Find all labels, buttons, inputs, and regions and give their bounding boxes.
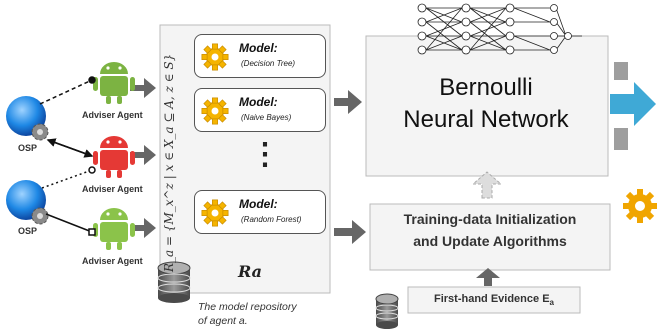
evidence-label-text: First-hand Evidence E xyxy=(434,293,550,305)
repository-caption-line1: The model repository xyxy=(198,301,297,313)
output-arrow xyxy=(610,82,656,126)
connector-1 xyxy=(39,76,96,105)
database-icon-evidence xyxy=(375,293,399,329)
gear-icon xyxy=(623,189,657,223)
repository-formula: R_a = {M_x^z | x ∈ X_a ⊆ A, z ∈ S} xyxy=(162,53,176,272)
training-to-network-arrow xyxy=(471,171,503,199)
adviser-label-2: Adviser Agent xyxy=(82,184,143,194)
evidence-box xyxy=(407,286,581,314)
model-gear-icon xyxy=(201,199,229,227)
training-title: Training-data Initialization and Update … xyxy=(370,208,610,252)
model-title: Model: xyxy=(239,197,278,211)
adviser-label-1: Adviser Agent xyxy=(82,110,143,120)
network-title-line2: Neural Network xyxy=(403,106,569,133)
training-title-line2: and Update Algorithms xyxy=(413,233,567,249)
evidence-label: First-hand Evidence Ea xyxy=(408,293,580,307)
repository-label: Ra xyxy=(238,262,263,281)
model-ellipsis: ⋮ xyxy=(250,138,280,171)
adviser3-arrow xyxy=(130,218,156,238)
model-box-random-forest: Model: (Random Forest) xyxy=(194,190,326,234)
model-box-naive-bayes: Model: (Naive Bayes) xyxy=(194,88,326,132)
android-icon-green xyxy=(93,62,135,104)
database-icon-repo xyxy=(157,261,191,303)
model-subtitle: (Random Forest) xyxy=(241,215,302,224)
adviser1-arrow xyxy=(130,78,156,98)
adviser-label-3: Adviser Agent xyxy=(82,256,143,266)
osp-label-2: OSP xyxy=(18,226,38,236)
model-box-decision-tree: Model: (Decision Tree) xyxy=(194,34,326,78)
osp-label-1: OSP xyxy=(18,143,38,153)
repository-caption: The model repository of agent a. xyxy=(198,300,297,328)
repository-caption-line2: of agent a. xyxy=(198,315,248,327)
evidence-subscript: a xyxy=(549,298,554,308)
output-bracket xyxy=(614,62,628,150)
model-title: Model: xyxy=(239,95,278,109)
neural-network-icon xyxy=(417,3,582,55)
repo-to-network-arrow xyxy=(334,90,362,114)
training-title-line1: Training-data Initialization xyxy=(403,211,577,227)
network-title: Bernoulli Neural Network xyxy=(365,72,607,212)
repo-to-training-arrow xyxy=(334,220,366,244)
model-title: Model: xyxy=(239,41,278,55)
model-gear-icon xyxy=(201,97,229,125)
connector-4 xyxy=(45,213,96,236)
android-icon-green-2 xyxy=(93,208,135,250)
osp-icon-2 xyxy=(6,180,49,225)
evidence-to-training-arrow xyxy=(476,268,500,286)
model-gear-icon xyxy=(201,43,229,71)
osp-icon-1 xyxy=(6,96,49,141)
model-subtitle: (Naive Bayes) xyxy=(241,113,292,122)
network-title-line1: Bernoulli xyxy=(439,74,533,101)
connector-2 xyxy=(46,138,94,158)
model-subtitle: (Decision Tree) xyxy=(241,59,296,68)
training-box xyxy=(369,203,611,271)
connector-3 xyxy=(41,166,96,189)
network-box xyxy=(365,35,609,177)
adviser2-arrow xyxy=(130,145,156,165)
android-icon-red xyxy=(93,136,135,178)
